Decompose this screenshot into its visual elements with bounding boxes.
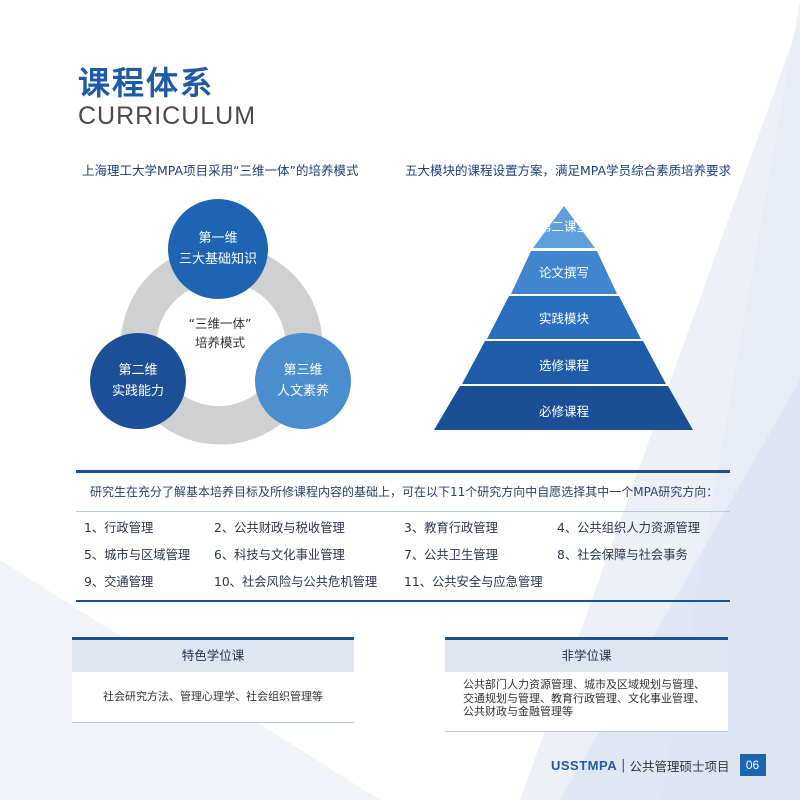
dimension-1-title: 第一维: [198, 231, 238, 246]
dimension-circle-1: 第一维 三大基础知识: [168, 199, 268, 299]
page-footer: USSTMPA | 公共管理硕士项目 06: [551, 754, 766, 776]
direction-item: 6、科技与文化事业管理: [214, 548, 345, 562]
footer-separator: |: [621, 757, 626, 773]
pyramid-label-2: 论文撰写: [538, 265, 589, 280]
direction-item: 1、行政管理: [84, 521, 154, 535]
direction-item: 8、社会保障与社会事务: [557, 548, 688, 562]
direction-item: 4、公共组织人力资源管理: [557, 521, 701, 535]
pyramid-level-1: [533, 206, 595, 248]
direction-item: 3、教育行政管理: [404, 521, 498, 535]
pyramid-level-4: [462, 341, 666, 384]
dimension-2-title: 第二维: [118, 363, 158, 378]
ring-center-line-2: 培养模式: [194, 335, 245, 350]
page-subtitle-en: CURRICULUM: [78, 102, 257, 130]
dimension-2-desc: 实践能力: [111, 384, 164, 399]
directions-top-rule: [76, 470, 730, 473]
pyramid-label-4: 选修课程: [538, 358, 589, 373]
dimension-3-title: 第三维: [283, 363, 323, 378]
dimension-circle-2: 第二维 实践能力: [90, 333, 186, 429]
dimension-circle-3: 第三维 人文素养: [255, 333, 351, 429]
module-subtitle: 五大模块的课程设置方案，满足MPA学员综合素质培养要求: [405, 163, 732, 178]
directions-list: 1、行政管理 2、公共财政与税收管理 3、教育行政管理 4、公共组织人力资源管理…: [76, 512, 730, 600]
direction-item: 2、公共财政与税收管理: [214, 521, 345, 535]
pyramid-label-5: 必修课程: [538, 404, 589, 419]
direction-item: 9、交通管理: [84, 575, 154, 589]
training-mode-subtitle: 上海理工大学MPA项目采用“三维一体”的培养模式: [82, 163, 359, 178]
non-degree-content: 公共部门人力资源管理、城市及区域规划与管理、交通规划与管理、教育行政管理、文化事…: [445, 672, 728, 732]
pyramid-level-3: [487, 296, 641, 339]
direction-item: 7、公共卫生管理: [404, 548, 498, 562]
page-number: 06: [739, 754, 766, 776]
footer-brand: USSTMPA: [551, 757, 618, 773]
non-degree-panel: 非学位课 公共部门人力资源管理、城市及区域规划与管理、交通规划与管理、教育行政管…: [445, 637, 728, 732]
ring-center-label: “三维一体” 培养模式: [182, 314, 258, 352]
footer-program-name: 公共管理硕士项目: [629, 758, 730, 774]
non-degree-title: 非学位课: [445, 637, 728, 672]
ring-center-line-1: “三维一体”: [188, 316, 252, 331]
special-degree-panel: 特色学位课 社会研究方法、管理心理学、社会组织管理等: [72, 637, 354, 723]
directions-intro: 研究生在充分了解基本培养目标及所修课程内容的基础上，可在以下11个研究方向中自愿…: [76, 473, 730, 512]
pyramid-label-1: 第二课堂: [538, 219, 589, 234]
directions-bottom-rule: [76, 600, 730, 602]
direction-item: 5、城市与区域管理: [84, 548, 191, 562]
dimension-3-desc: 人文素养: [276, 384, 329, 399]
pyramid-level-2: [511, 251, 617, 294]
direction-item: 10、社会风险与公共危机管理: [214, 575, 378, 589]
pyramid-label-3: 实践模块: [538, 311, 589, 326]
special-degree-title: 特色学位课: [72, 637, 354, 672]
research-directions: 研究生在充分了解基本培养目标及所修课程内容的基础上，可在以下11个研究方向中自愿…: [76, 470, 730, 602]
direction-item: 11、公共安全与应急管理: [404, 575, 543, 589]
page-title: 课程体系: [78, 64, 215, 102]
ring-segment-bottom: [150, 386, 293, 445]
special-degree-content: 社会研究方法、管理心理学、社会组织管理等: [72, 672, 354, 723]
pyramid-level-5: [434, 386, 693, 430]
dimension-1-desc: 三大基础知识: [178, 252, 257, 267]
